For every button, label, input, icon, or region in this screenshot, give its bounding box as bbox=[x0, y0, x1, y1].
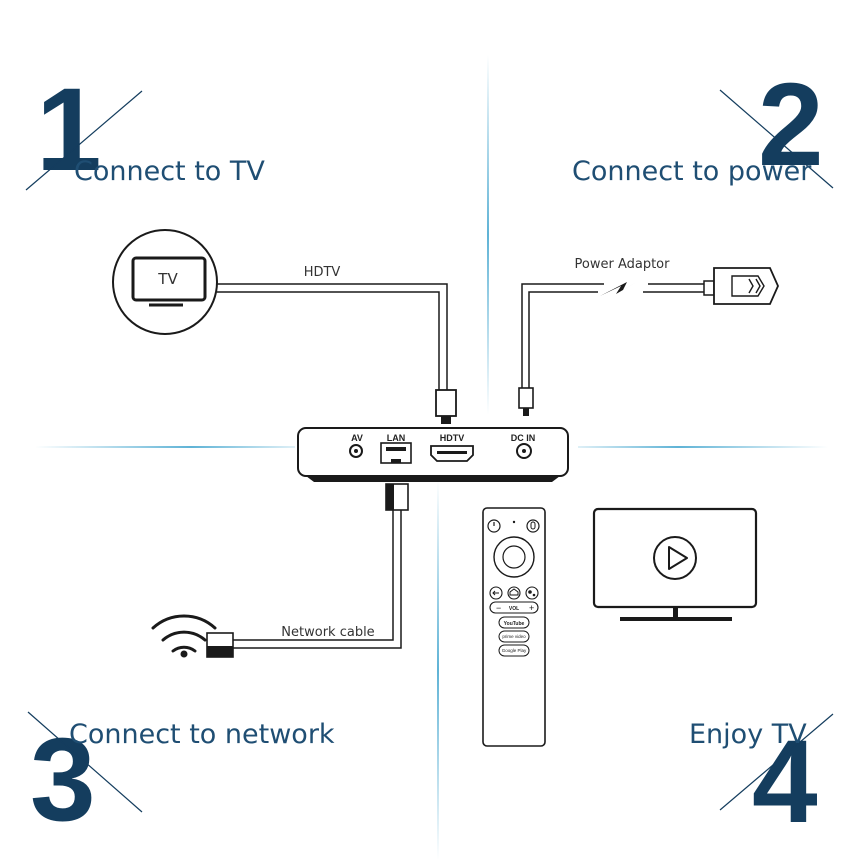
assistant-icon bbox=[525, 586, 539, 600]
port-label-hdtv: HDTV bbox=[440, 433, 465, 443]
remote-control-icon: − VOL + YouTube prime video Google Play bbox=[482, 507, 546, 747]
google-play-button bbox=[498, 644, 530, 657]
step-1: 1 Connect to TV bbox=[25, 64, 265, 196]
quadrant-dividers bbox=[35, 55, 828, 860]
port-label-av: AV bbox=[351, 433, 363, 443]
youtube-label: YouTube bbox=[504, 621, 525, 627]
dc-in-port-pin bbox=[522, 449, 526, 453]
step-number: 1 bbox=[36, 64, 102, 196]
port-label-lan: LAN bbox=[387, 433, 406, 443]
hdtv-cable-label: HDTV bbox=[304, 265, 341, 280]
step-slash bbox=[25, 90, 143, 191]
mic-icon bbox=[526, 519, 540, 533]
step-number: 2 bbox=[758, 59, 824, 191]
power-plug-icon bbox=[703, 267, 779, 305]
rj45-plug-icon-lan bbox=[206, 632, 234, 658]
step-slash bbox=[719, 713, 834, 811]
tv-screen-icon bbox=[592, 507, 758, 621]
dpad-ring bbox=[493, 536, 535, 578]
hdtv-cable bbox=[217, 283, 448, 392]
step-title: Enjoy TV bbox=[689, 719, 807, 750]
power-adaptor-label: Power Adaptor bbox=[575, 257, 671, 272]
back-icon bbox=[489, 586, 503, 600]
tv-icon: TV bbox=[112, 229, 218, 335]
vol-label: VOL bbox=[509, 606, 519, 612]
hdmi-port bbox=[430, 445, 474, 462]
prime-video-button bbox=[498, 630, 530, 643]
divider-top bbox=[487, 55, 489, 415]
step-title: Connect to TV bbox=[74, 156, 265, 187]
divider-left bbox=[35, 446, 295, 448]
power-icon bbox=[487, 519, 501, 533]
tv-icon-text: TV bbox=[157, 270, 178, 288]
step-number: 4 bbox=[752, 716, 818, 848]
port-label-dc-in: DC IN bbox=[511, 433, 536, 443]
rj45-plug-icon bbox=[385, 483, 409, 511]
google-play-label: Google Play bbox=[502, 648, 527, 653]
play-icon bbox=[653, 536, 697, 580]
step-title: Connect to power bbox=[572, 156, 812, 187]
divider-right bbox=[578, 446, 828, 448]
youtube-button bbox=[498, 616, 530, 629]
lan-port bbox=[380, 442, 412, 464]
dc-plug-icon bbox=[518, 387, 534, 416]
divider-bottom bbox=[437, 480, 439, 860]
step-4: 4 Enjoy TV bbox=[689, 713, 834, 848]
step-slash bbox=[719, 89, 834, 189]
dpad-center bbox=[502, 545, 526, 569]
home-icon bbox=[507, 586, 521, 600]
indicator-led bbox=[512, 520, 516, 524]
vol-plus: + bbox=[529, 603, 534, 613]
hdmi-plug-icon bbox=[435, 389, 457, 424]
volume-rocker bbox=[489, 601, 539, 614]
step-3: 3 Connect to network bbox=[27, 711, 335, 846]
wifi-dot bbox=[180, 650, 188, 658]
step-slash bbox=[27, 711, 143, 813]
prime-video-label: prime video bbox=[502, 634, 526, 639]
av-port-pin bbox=[354, 449, 358, 453]
vol-minus: − bbox=[496, 603, 501, 613]
network-cable bbox=[233, 510, 402, 649]
lightning-icon bbox=[600, 279, 642, 296]
step-2: 2 Connect to power bbox=[572, 59, 834, 191]
step-number: 3 bbox=[30, 714, 96, 846]
wifi-icon bbox=[151, 614, 217, 653]
step-title: Connect to network bbox=[69, 719, 335, 750]
network-cable-label: Network cable bbox=[281, 625, 374, 640]
power-cable bbox=[521, 283, 712, 388]
